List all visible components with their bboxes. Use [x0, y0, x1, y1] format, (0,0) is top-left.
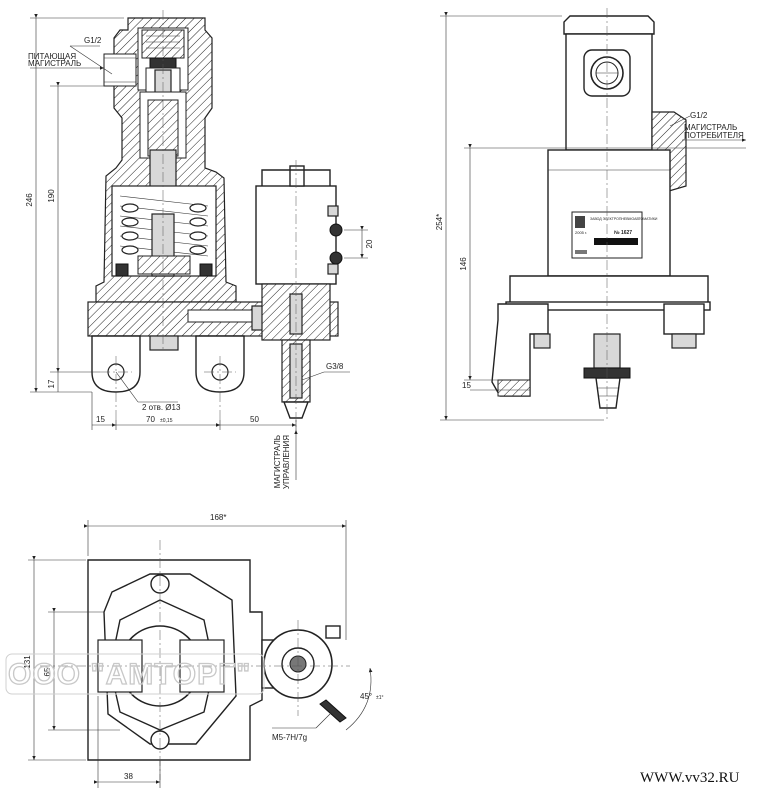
consumer-label-1: МАГИСТРАЛЬ — [684, 123, 737, 132]
supply-label-1: ПИТАЮЩАЯ — [28, 52, 76, 61]
holes-label: 2 отв. Ø13 — [142, 403, 181, 412]
dim-254: 254* — [435, 214, 444, 230]
dim-38: 38 — [124, 772, 133, 781]
watermark-logo: ООО "АМТОРГ" — [8, 658, 251, 691]
control-label-1: МАГИСТРАЛЬ — [273, 435, 282, 488]
side-view: ЗАВОД ЭЛЕКТРОПНЕВМОАВТОМАТИКИ 2005 г. № … — [435, 8, 746, 421]
dim-131: 131 — [23, 655, 32, 669]
dim-70-tol: ±0,15 — [160, 418, 173, 424]
dim-190: 190 — [47, 189, 56, 203]
thread-g12-top: G1/2 — [84, 36, 102, 45]
plate-year: 2005 г. — [575, 230, 587, 235]
front-section-view: ПИТАЮЩАЯ МАГИСТРАЛЬ G1/2 246 190 17 15 7… — [25, 10, 374, 489]
dim-246: 246 — [25, 193, 34, 207]
dim-45: 45° — [360, 692, 372, 701]
dim-168: 168* — [210, 513, 226, 522]
top-view: 168* 131 65 38 45° ±1° M5-7H/7g — [23, 513, 384, 788]
dim-146: 146 — [459, 257, 468, 271]
thread-g38: G3/8 — [326, 362, 344, 371]
dim-70: 70 — [146, 415, 155, 424]
plate-header: ЗАВОД ЭЛЕКТРОПНЕВМОАВТОМАТИКИ — [590, 217, 658, 221]
thread-m5: M5-7H/7g — [272, 733, 307, 742]
dim-15-left: 15 — [96, 415, 105, 424]
dim-50: 50 — [250, 415, 259, 424]
dim-45-tol: ±1° — [376, 695, 384, 701]
thread-g12-right: G1/2 — [690, 111, 708, 120]
control-label-2: УПРАВЛЕНИЯ — [282, 435, 291, 489]
site-url: WWW.vv32.RU — [640, 770, 740, 786]
consumer-label-2: ПОТРЕБИТЕЛЯ — [684, 131, 744, 140]
dim-15-right: 15 — [462, 381, 471, 390]
dim-65: 65 — [43, 667, 52, 676]
dim-20: 20 — [365, 239, 374, 248]
plate-no: № 1627 — [614, 230, 632, 236]
supply-label-2: МАГИСТРАЛЬ — [28, 59, 81, 68]
dim-17: 17 — [47, 379, 56, 388]
